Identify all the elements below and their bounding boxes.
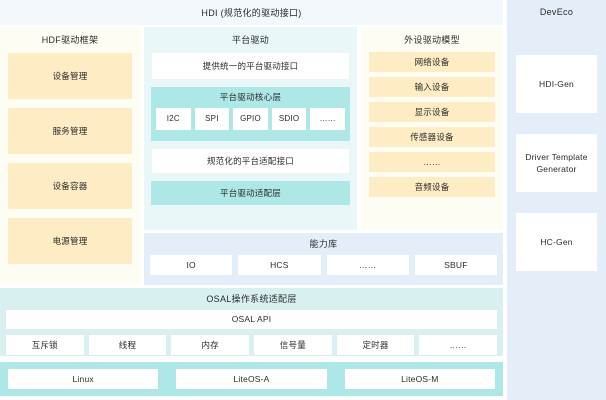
osal-item-timer[interactable]: 定时器 xyxy=(336,335,415,355)
osal-item-semaphore[interactable]: 信号量 xyxy=(254,335,332,355)
hdi-interface-bar: HDI (规范化的驱动接口) xyxy=(0,0,503,25)
platform-driver-core-layer: 平台驱动核心层 I2C SPI GPIO SDIO …… xyxy=(151,87,350,141)
hdf-driver-framework-title: HDF驱动框架 xyxy=(41,35,99,45)
platform-unified-interface-box[interactable]: 提供统一的平台驱动接口 xyxy=(151,52,350,80)
capability-library-list: IO HCS …… SBUF xyxy=(150,255,497,275)
peripheral-item-sensor-device[interactable]: 传感器设备 xyxy=(369,127,495,147)
peripheral-item-display-device[interactable]: 显示设备 xyxy=(369,102,495,122)
peripheral-item-input-device[interactable]: 输入设备 xyxy=(369,77,495,97)
hdf-item-service-management[interactable]: 服务管理 xyxy=(8,108,132,154)
hdf-item-power-management[interactable]: 电源管理 xyxy=(8,218,132,264)
hdi-bar-label: HDI (规范化的驱动接口) xyxy=(201,8,302,18)
capability-library-panel: 能力库 IO HCS …… SBUF xyxy=(144,233,503,285)
capability-library-title: 能力库 xyxy=(309,239,338,249)
peripheral-driver-model-title: 外设驱动模型 xyxy=(404,35,460,45)
hdf-driver-framework-panel: HDF驱动框架 设备管理 服务管理 设备容器 电源管理 xyxy=(0,27,140,285)
osal-primitive-list: 互斥锁 线程 内存 信号量 定时器 …… xyxy=(6,335,498,355)
capability-item-sbuf[interactable]: SBUF xyxy=(414,255,497,275)
operating-system-band: Linux LiteOS-A LiteOS-M xyxy=(0,362,503,396)
hdf-item-device-management[interactable]: 设备管理 xyxy=(8,53,132,99)
platform-driver-core-layer-title: 平台驱动核心层 xyxy=(219,92,282,102)
hdf-item-device-container[interactable]: 设备容器 xyxy=(8,163,132,209)
capability-item-more[interactable]: …… xyxy=(326,255,409,275)
platform-driver-panel: 平台驱动 提供统一的平台驱动接口 平台驱动核心层 I2C SPI GPIO SD… xyxy=(144,27,357,230)
platform-adapt-layer-box[interactable]: 平台驱动适配层 xyxy=(151,181,350,205)
bus-chip-i2c[interactable]: I2C xyxy=(156,108,191,130)
bus-chip-sdio[interactable]: SDIO xyxy=(271,108,307,130)
deveco-panel: DevEco HDI-Gen Driver Template Generator… xyxy=(507,0,606,400)
bus-chip-more[interactable]: …… xyxy=(310,108,345,130)
os-item-liteos-a[interactable]: LiteOS-A xyxy=(176,369,327,389)
capability-item-io[interactable]: IO xyxy=(150,255,233,275)
deveco-item-hc-gen[interactable]: HC-Gen xyxy=(516,213,597,271)
os-item-liteos-m[interactable]: LiteOS-M xyxy=(344,369,495,389)
peripheral-item-more[interactable]: …… xyxy=(369,152,495,172)
peripheral-driver-model-panel: 外设驱动模型 网络设备 输入设备 显示设备 传感器设备 …… 音频设备 xyxy=(361,27,503,230)
peripheral-item-audio-device[interactable]: 音频设备 xyxy=(369,177,495,197)
osal-title: OSAL操作系统适配层 xyxy=(206,294,297,304)
os-item-linux[interactable]: Linux xyxy=(8,369,159,389)
osal-item-memory[interactable]: 内存 xyxy=(171,335,250,355)
deveco-title: DevEco xyxy=(539,7,574,17)
capability-item-hcs[interactable]: HCS xyxy=(238,255,321,275)
osal-item-mutex[interactable]: 互斥锁 xyxy=(6,335,84,355)
platform-adapt-interface-box[interactable]: 规范化的平台适配接口 xyxy=(151,148,350,174)
platform-driver-core-bus-list: I2C SPI GPIO SDIO …… xyxy=(156,108,345,130)
platform-driver-title: 平台驱动 xyxy=(231,35,270,45)
osal-item-more[interactable]: …… xyxy=(419,335,498,355)
bus-chip-gpio[interactable]: GPIO xyxy=(233,108,268,130)
osal-item-thread[interactable]: 线程 xyxy=(88,335,167,355)
peripheral-item-network-device[interactable]: 网络设备 xyxy=(369,52,495,72)
osal-panel: OSAL操作系统适配层 OSAL API 互斥锁 线程 内存 信号量 定时器 …… xyxy=(0,288,503,356)
deveco-item-hdi-gen[interactable]: HDI-Gen xyxy=(516,55,597,113)
bus-chip-spi[interactable]: SPI xyxy=(194,108,230,130)
osal-api-box[interactable]: OSAL API xyxy=(6,310,497,329)
deveco-item-driver-template-generator[interactable]: Driver Template Generator xyxy=(516,134,597,192)
